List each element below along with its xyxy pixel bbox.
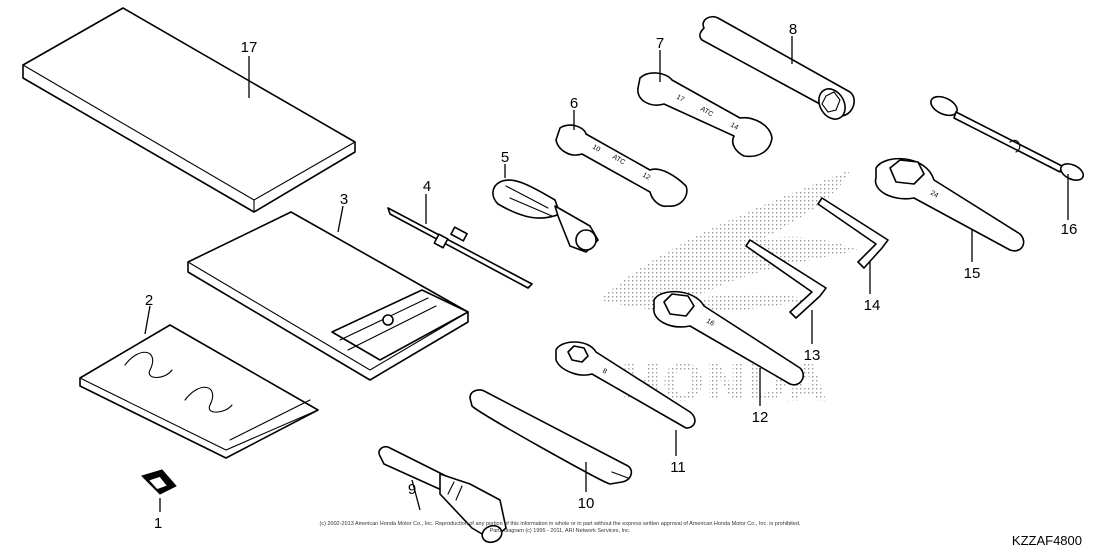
part-3-tool-bag xyxy=(187,211,469,381)
copyright-line-1: (c) 2002-2013 American Honda Motor Co., … xyxy=(319,521,801,527)
callout-11: 11 xyxy=(670,459,686,476)
callout-4: 4 xyxy=(423,178,431,195)
callout-numbers: 1 2 3 4 5 6 7 8 9 10 11 12 13 14 15 16 1… xyxy=(145,21,1078,532)
callout-5: 5 xyxy=(501,149,509,166)
part-10-flat-bar xyxy=(469,389,633,485)
callout-12: 12 xyxy=(752,409,769,426)
wrench-7-mark-1: 17 xyxy=(675,94,685,104)
wrench-6-mark-1: 10 xyxy=(591,144,601,154)
wrench-7-mark-3: 14 xyxy=(729,122,739,132)
callout-17: 17 xyxy=(241,39,258,56)
callout-7: 7 xyxy=(656,35,664,52)
part-2-document-bag xyxy=(79,324,319,459)
callout-10: 10 xyxy=(578,495,595,512)
part-14-hex-key xyxy=(817,197,889,269)
callout-15: 15 xyxy=(964,265,981,282)
callout-3: 3 xyxy=(340,191,348,208)
callout-8: 8 xyxy=(789,21,797,38)
part-6-open-wrench-10x12: 10 ATC 12 xyxy=(555,124,688,208)
part-9-spark-plug-wrench xyxy=(378,445,507,544)
callout-2: 2 xyxy=(145,292,153,309)
part-7-open-wrench-14x17: 17 ATC 14 xyxy=(637,72,773,158)
leader-lines xyxy=(144,36,1069,512)
callout-14: 14 xyxy=(864,297,881,314)
part-5-screwdriver-grip xyxy=(492,179,599,253)
copyright-notice: (c) 2002-2013 American Honda Motor Co., … xyxy=(300,521,820,535)
wrench-12-mark: 16 xyxy=(705,318,715,328)
wrench-6-mark-3: 12 xyxy=(641,172,651,182)
part-13-hex-key xyxy=(745,239,827,319)
part-8-socket-wrench xyxy=(699,15,855,120)
part-1-clip xyxy=(141,469,177,495)
copyright-line-2: Parts diagram (c) 1995 - 2011, ARI Netwo… xyxy=(489,528,631,534)
part-12-ring-wrench: 16 xyxy=(653,290,805,386)
callout-16: 16 xyxy=(1061,221,1078,238)
callout-6: 6 xyxy=(570,95,578,112)
part-11-ring-wrench: 8 xyxy=(555,341,696,429)
part-4-screwdriver xyxy=(387,207,533,289)
part-16-hook xyxy=(930,95,1085,181)
callout-13: 13 xyxy=(804,347,821,364)
wrench-11-mark: 8 xyxy=(601,368,608,376)
wrench-15-mark: 24 xyxy=(929,190,939,200)
drawing-code: KZZAF4800 xyxy=(1011,533,1082,548)
callout-9: 9 xyxy=(408,481,416,498)
part-15-ring-wrench: 24 xyxy=(874,157,1025,252)
part-17-owners-manual xyxy=(22,7,356,213)
callout-1: 1 xyxy=(154,515,162,532)
